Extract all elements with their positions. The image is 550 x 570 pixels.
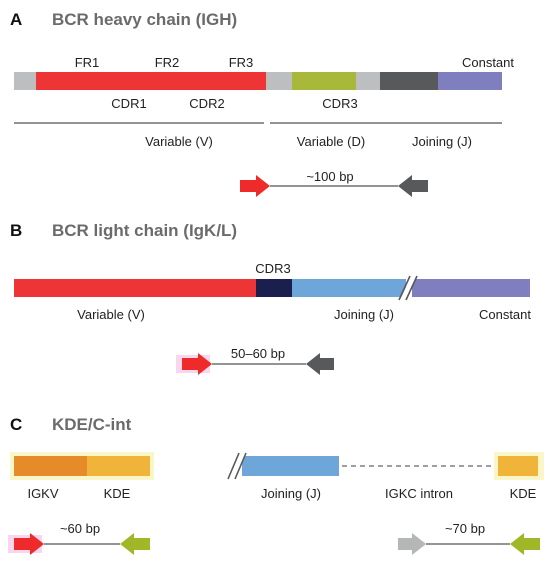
intron-joining-segment — [242, 456, 339, 476]
variable-d-label: Variable (D) — [297, 134, 365, 149]
kde-left-amplicon-size: ~60 bp — [60, 521, 100, 536]
light-break-mark-2 — [405, 275, 418, 301]
igkv-segment — [14, 456, 87, 476]
kde-right-segment — [498, 456, 538, 476]
heavy-leader-segment — [14, 72, 36, 90]
kde-right-forward-primer-arrow — [398, 533, 426, 555]
cdr1-label: CDR1 — [111, 96, 146, 111]
intron-joining-j-label: Joining (J) — [261, 486, 321, 501]
kde-left-segment — [87, 456, 150, 476]
light-constant-segment — [412, 279, 530, 297]
light-cdr3-label: CDR3 — [255, 261, 290, 276]
light-break-gap — [400, 276, 417, 300]
intron-break-mark-1 — [227, 452, 240, 480]
panel-b-letter: B — [10, 221, 22, 240]
light-break-mark-1 — [398, 275, 411, 301]
intron-break-gap — [229, 453, 246, 479]
heavy-reverse-primer-arrow — [398, 175, 428, 197]
panel-c-title: KDE/C-int — [52, 415, 132, 434]
light-joining-j-label: Joining (J) — [334, 307, 394, 322]
variable-v-label: Variable (V) — [145, 134, 213, 149]
panel-a-letter: A — [10, 10, 22, 29]
kde-right-amplicon-size: ~70 bp — [445, 521, 485, 536]
panel-a-title: BCR heavy chain (IGH) — [52, 10, 237, 29]
light-reverse-primer-arrow — [306, 353, 334, 375]
heavy-grey-segment-2 — [356, 72, 380, 90]
kde-right-reverse-primer-arrow — [510, 533, 540, 555]
heavy-joining-segment — [380, 72, 438, 90]
constant-label: Constant — [462, 55, 514, 70]
kde-right-label: KDE — [510, 486, 537, 501]
joining-j-label: Joining (J) — [412, 134, 472, 149]
cdr3-label: CDR3 — [322, 96, 357, 111]
panel-c: C KDE/C-int IGKV KDE Joining (J) IGKC in… — [8, 415, 544, 555]
fr3-label: FR3 — [229, 55, 254, 70]
kde-left-label: KDE — [104, 486, 131, 501]
light-cdr3-segment — [256, 279, 292, 297]
panel-a: A BCR heavy chain (IGH) FR1 FR2 FR3 Cons… — [10, 10, 514, 197]
kde-left-forward-primer-arrow — [14, 533, 44, 555]
panel-b-title: BCR light chain (IgK/L) — [52, 221, 237, 240]
heavy-variable-v-segment — [36, 72, 266, 90]
heavy-forward-primer-arrow — [240, 175, 270, 197]
light-amplicon-size: 50–60 bp — [231, 346, 285, 361]
heavy-cdr3-d-segment — [292, 72, 356, 90]
heavy-amplicon-size: ~100 bp — [306, 169, 353, 184]
fr1-label: FR1 — [75, 55, 100, 70]
light-joining-segment — [292, 279, 406, 297]
igkc-intron-label: IGKC intron — [385, 486, 453, 501]
heavy-constant-segment — [438, 72, 502, 90]
light-variable-v-label: Variable (V) — [77, 307, 145, 322]
kde-left-reverse-primer-arrow — [120, 533, 150, 555]
fr2-label: FR2 — [155, 55, 180, 70]
panel-b: B BCR light chain (IgK/L) CDR3 Variable … — [10, 221, 531, 375]
light-variable-v-segment — [14, 279, 256, 297]
heavy-grey-segment-1 — [266, 72, 292, 90]
igkv-label: IGKV — [27, 486, 58, 501]
light-forward-primer-arrow — [182, 353, 212, 375]
cdr2-label: CDR2 — [189, 96, 224, 111]
intron-break-mark-2 — [234, 452, 247, 480]
panel-c-letter: C — [10, 415, 22, 434]
light-constant-label: Constant — [479, 307, 531, 322]
